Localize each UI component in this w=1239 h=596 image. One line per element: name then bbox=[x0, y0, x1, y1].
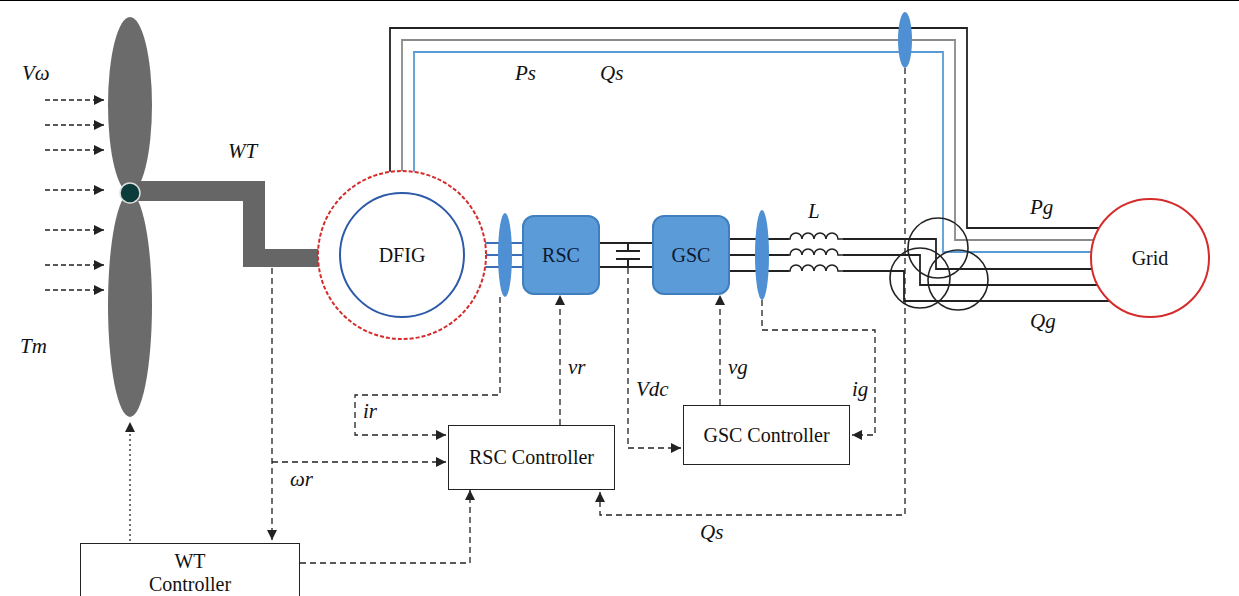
connector bbox=[720, 295, 721, 405]
wind-arrow bbox=[45, 189, 104, 190]
reactive-power-signal bbox=[600, 68, 905, 515]
power-sensor bbox=[898, 12, 912, 68]
signal-label: Qg bbox=[1030, 310, 1056, 333]
pitch-command bbox=[129, 422, 130, 541]
connector-line bbox=[402, 40, 1094, 240]
wind-arrow bbox=[45, 149, 104, 150]
feedback-signals bbox=[272, 68, 905, 540]
dc-capacitor bbox=[616, 243, 640, 267]
grid-inductor bbox=[786, 229, 846, 281]
speed-signal bbox=[272, 461, 446, 462]
signal-label: Qs bbox=[700, 521, 723, 544]
connector-line bbox=[414, 52, 1091, 252]
generator-shaft bbox=[243, 249, 321, 267]
inductor-symbol bbox=[786, 265, 846, 271]
signal-label: Vω bbox=[22, 62, 50, 85]
connector-line bbox=[300, 490, 470, 563]
signal-label: WT bbox=[228, 140, 257, 163]
connector-line bbox=[600, 266, 652, 268]
signal-label: ωr bbox=[290, 468, 313, 491]
inductor-symbol bbox=[786, 233, 846, 239]
connector-line bbox=[730, 239, 1092, 269]
generator-circle: DFIG bbox=[317, 170, 487, 340]
capacitor-symbol bbox=[616, 243, 640, 267]
current-sensor bbox=[498, 213, 512, 297]
wind-arrow bbox=[45, 124, 104, 125]
node-label: RSC Controller bbox=[469, 446, 594, 469]
turbine-hub bbox=[120, 183, 140, 203]
inductor-symbol bbox=[786, 249, 846, 255]
signal-label: ir bbox=[363, 400, 377, 423]
grid-outline bbox=[1091, 199, 1209, 317]
connector-line bbox=[730, 271, 1110, 301]
stator-outline bbox=[318, 171, 486, 339]
connectors bbox=[300, 28, 1110, 563]
connector-line bbox=[719, 295, 720, 405]
speed-signal bbox=[271, 268, 272, 540]
connector-line bbox=[600, 242, 652, 244]
connector-line bbox=[390, 28, 1099, 228]
wind-turbine bbox=[108, 17, 321, 417]
controller-box: RSC Controller bbox=[448, 425, 615, 490]
signal-label: vr bbox=[568, 356, 586, 379]
wind-arrow bbox=[45, 289, 104, 290]
node-label: GSC bbox=[672, 244, 711, 267]
frame-line bbox=[0, 0, 1239, 1]
signal-label: ig bbox=[852, 378, 868, 401]
node-label: RSC bbox=[542, 244, 580, 267]
connector bbox=[600, 243, 652, 267]
controller-box: WT Controller bbox=[80, 543, 300, 596]
node-label: Grid bbox=[1132, 247, 1169, 270]
current-sensor bbox=[755, 210, 769, 300]
connector-line bbox=[730, 255, 1098, 285]
signal-label: Pg bbox=[1030, 196, 1053, 219]
transformer-winding bbox=[928, 250, 988, 310]
node-label: GSC Controller bbox=[703, 424, 829, 447]
connector bbox=[300, 490, 470, 563]
signal-label: Tm bbox=[20, 335, 47, 358]
rotor-outline bbox=[340, 193, 464, 317]
signal-label: L bbox=[808, 200, 820, 223]
node-label: WT Controller bbox=[135, 550, 245, 596]
connector-line bbox=[559, 295, 560, 425]
controller-box: GSC Controller bbox=[683, 405, 850, 465]
wind-arrow bbox=[45, 264, 104, 265]
signal-label: Vdc bbox=[636, 378, 669, 401]
signal-label: vg bbox=[728, 356, 748, 379]
connector bbox=[560, 295, 561, 425]
signal-label: Ps bbox=[515, 62, 536, 85]
signal-label: Qs bbox=[600, 62, 623, 85]
inductor-ground bbox=[789, 229, 843, 281]
node-label: DFIG bbox=[379, 244, 426, 267]
wind-arrow bbox=[45, 229, 104, 230]
dc-voltage-signal bbox=[628, 268, 681, 448]
turbine-blade bbox=[108, 17, 152, 193]
transformer-winding bbox=[890, 248, 950, 308]
grid-circle: Grid bbox=[1090, 198, 1210, 318]
wind-arrows bbox=[45, 100, 104, 290]
turbine-blade bbox=[108, 193, 152, 417]
transformer bbox=[890, 218, 988, 310]
connector bbox=[390, 28, 1099, 252]
converter-box: RSC bbox=[522, 215, 600, 295]
wind-arrow bbox=[45, 99, 104, 100]
converter-box: GSC bbox=[652, 215, 730, 295]
